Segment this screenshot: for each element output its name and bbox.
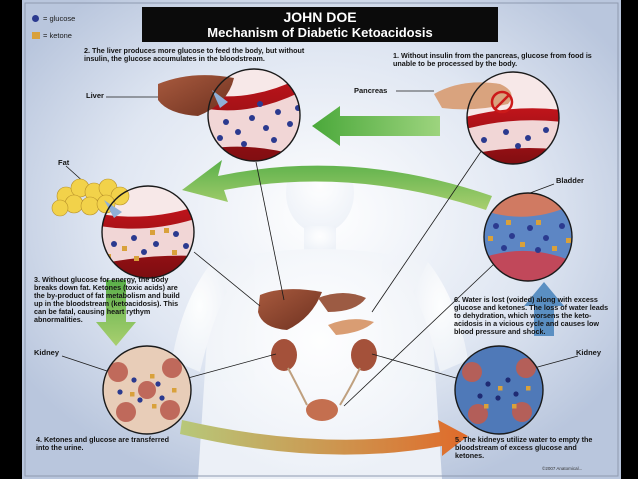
credit-text: ©2007 Anatomical... <box>542 466 583 471</box>
label-fat: Fat <box>58 158 70 167</box>
label-kidney-left: Kidney <box>34 348 60 357</box>
caption-step-3: 3. Without glucose for energy, the body … <box>34 275 180 325</box>
title-name: JOHN DOE <box>283 9 357 25</box>
label-pancreas: Pancreas <box>354 86 388 95</box>
label-kidney-right: Kidney <box>576 348 602 357</box>
pointer-lines <box>61 90 579 407</box>
title-subtitle: Mechanism of Diabetic Ketoacidosis <box>207 25 433 40</box>
ketone-swatch-icon <box>32 32 40 39</box>
title-banner: JOHN DOE Mechanism of Diabetic Ketoacido… <box>142 7 498 42</box>
fat-vessel-circle <box>51 178 195 279</box>
arrow-fat-to-kidney <box>96 280 136 346</box>
caption-step-1: 1. Without insulin from the pancreas, gl… <box>393 51 592 69</box>
arrow-kidney-to-bladder <box>524 282 564 336</box>
legend-ketone-label: = ketone <box>43 31 72 40</box>
label-bladder: Bladder <box>556 176 584 185</box>
caption-step-5: 5. The kidneys utilize water to empty th… <box>455 435 593 461</box>
body-organs <box>258 289 377 421</box>
diagram-poster: JOHN DOE Mechanism of Diabetic Ketoacido… <box>22 0 621 479</box>
legend-glucose: = glucose <box>32 14 122 24</box>
arrow-arc-to-fat <box>182 160 492 210</box>
label-liver: Liver <box>86 91 104 100</box>
legend-glucose-label: = glucose <box>43 14 76 23</box>
caption-step-4: 4. Ketones and glucose are transferred i… <box>36 435 170 453</box>
kidney-left-circle <box>102 345 192 435</box>
caption-step-2: 2. The liver produces more glucose to fe… <box>84 46 305 64</box>
bladder-circle <box>483 192 573 282</box>
caption-step-6: 6. Water is lost (voided) along with exc… <box>454 295 609 337</box>
kidney-right-circle <box>454 345 544 435</box>
arrow-kidney-to-kidney <box>180 420 468 456</box>
legend-ketone: = ketone <box>32 31 122 41</box>
liver-vessel-circle <box>158 68 301 162</box>
pancreas-vessel-circle <box>434 71 560 165</box>
arrow-pancreas-to-liver <box>312 106 440 146</box>
glucose-swatch-icon <box>32 15 39 22</box>
diagram-illustration <box>22 0 621 479</box>
